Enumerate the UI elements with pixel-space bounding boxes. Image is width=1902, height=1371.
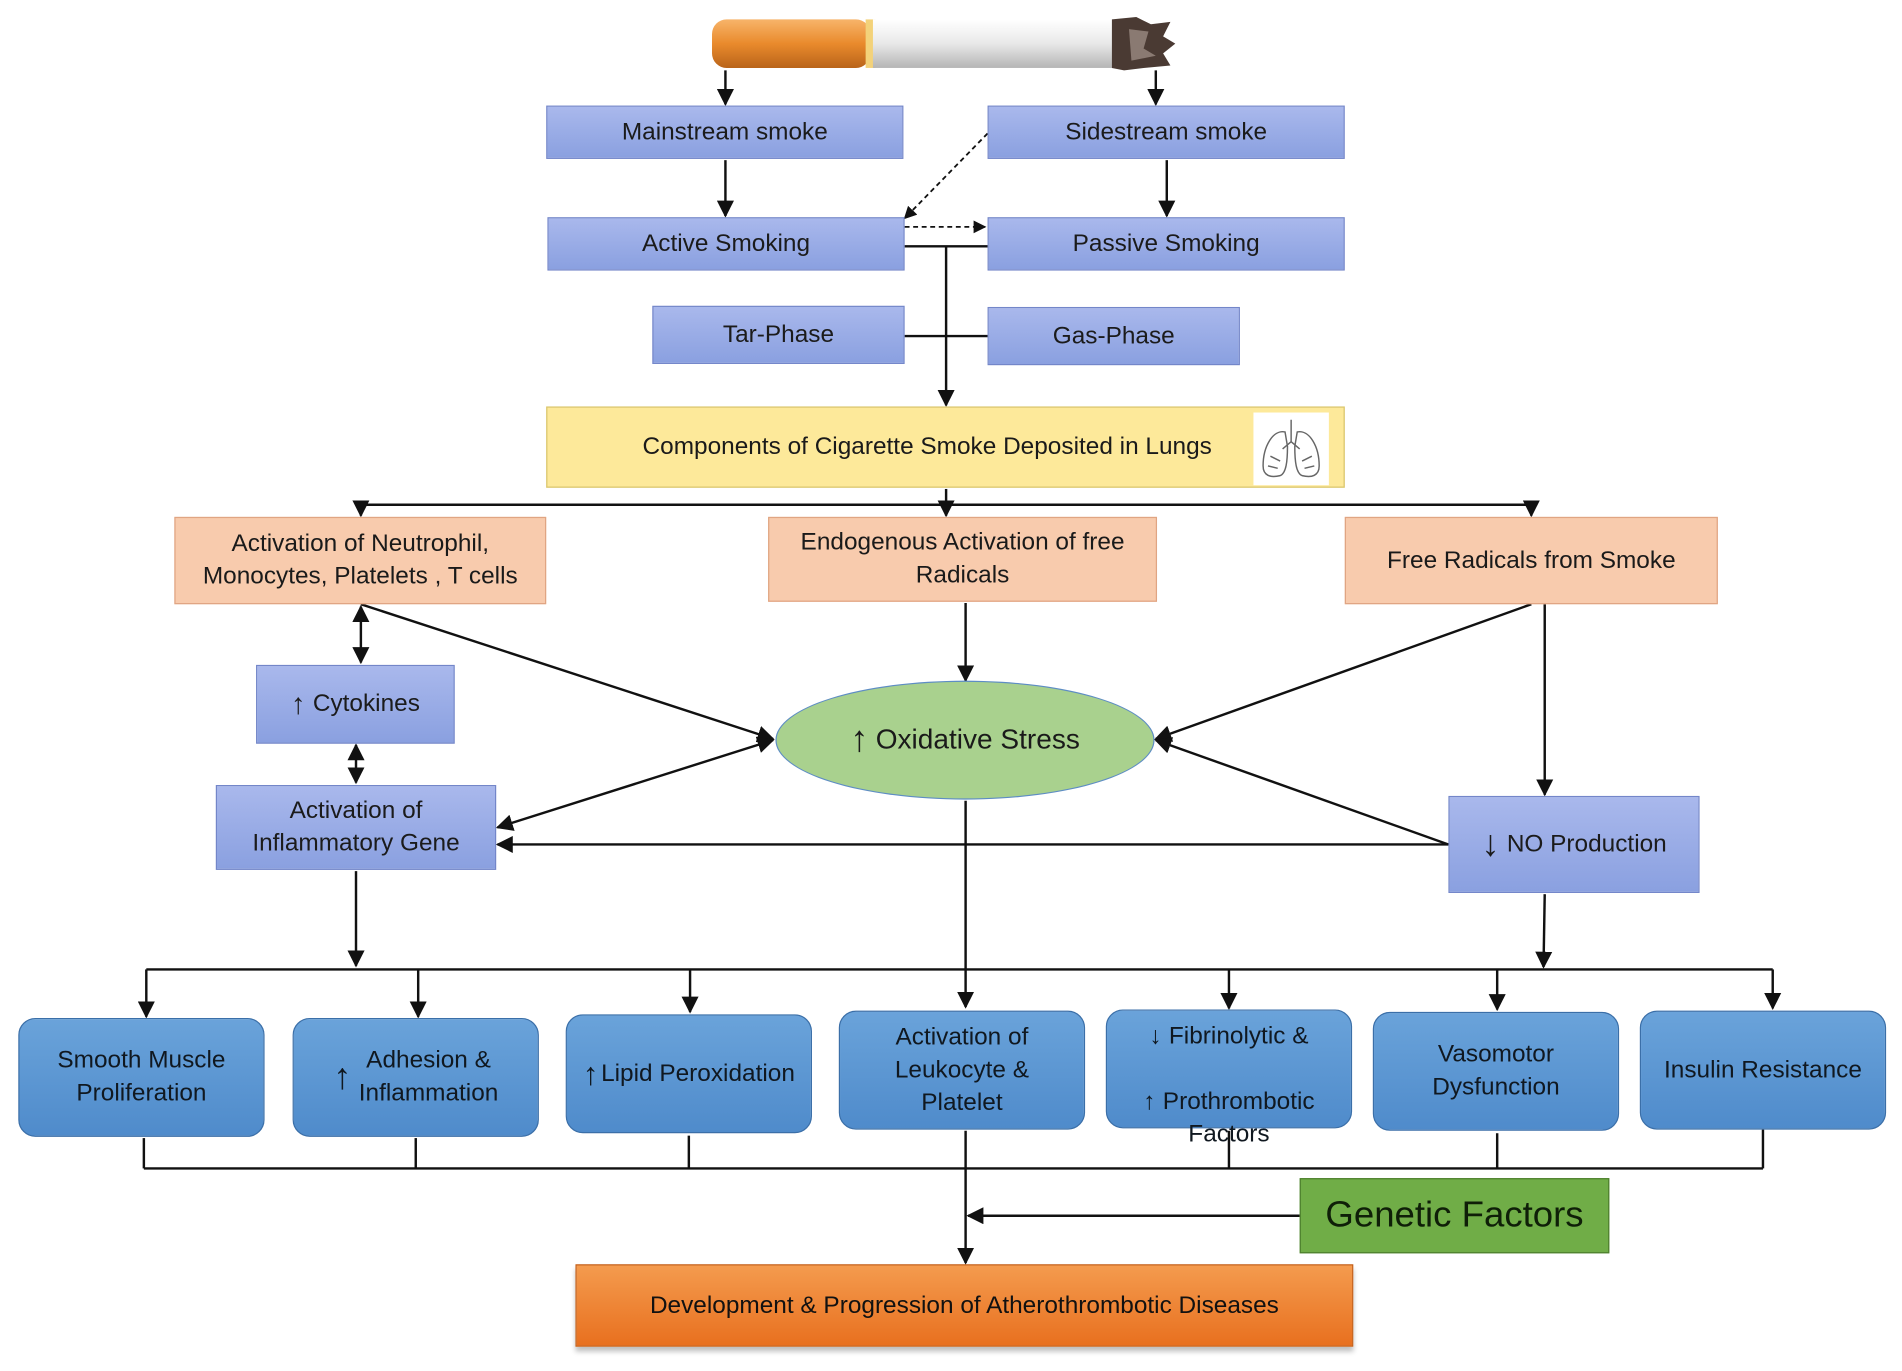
- passive-smoking-box: Passive Smoking: [987, 217, 1345, 271]
- fibrinolytic-label: Fibrinolytic &: [1168, 1022, 1309, 1049]
- smooth-muscle-label: Smooth Muscle Proliferation: [57, 1047, 226, 1107]
- increase-arrow-icon: ↑: [290, 687, 306, 721]
- genetic-factors-label: Genetic Factors: [1325, 1194, 1584, 1235]
- fibrinolytic-prothrombotic-box: ↓Fibrinolytic & ↑Prothrombotic Factors: [1105, 1009, 1353, 1147]
- vasomotor-dysfunction-label: Vasomotor Dysfunction: [1432, 1041, 1560, 1101]
- endogenous-activation-label: Endogenous Activation of free Radicals: [800, 528, 1125, 589]
- tar-phase-box: Tar-Phase: [652, 305, 905, 364]
- endogenous-activation-box: Endogenous Activation of free Radicals: [768, 516, 1158, 602]
- lipid-peroxidation-box: ↑ Lipid Peroxidation: [565, 1014, 812, 1134]
- genetic-factors-box: Genetic Factors: [1299, 1178, 1610, 1254]
- components-deposited-box: Components of Cigarette Smoke Deposited …: [546, 406, 1345, 488]
- increase-arrow-icon: ↑: [582, 1055, 599, 1092]
- leukocyte-platelet-label: Activation of Leukocyte & Platelet: [894, 1023, 1030, 1116]
- free-radicals-smoke-box: Free Radicals from Smoke: [1344, 516, 1718, 605]
- mainstream-smoke-label: Mainstream smoke: [621, 118, 828, 145]
- smooth-muscle-box: Smooth Muscle Proliferation: [18, 1017, 265, 1137]
- increase-arrow-icon: ↑: [333, 1056, 352, 1097]
- prothrombotic-label: Prothrombotic: [1162, 1087, 1315, 1115]
- active-smoking-label: Active Smoking: [642, 229, 811, 257]
- atherothrombotic-outcome-box: Development & Progression of Atherothrom…: [575, 1264, 1354, 1347]
- gas-phase-box: Gas-Phase: [987, 306, 1240, 366]
- tar-phase-label: Tar-Phase: [722, 320, 835, 348]
- vasomotor-dysfunction-box: Vasomotor Dysfunction: [1372, 1011, 1620, 1131]
- prothrombotic-line: ↑Prothrombotic: [1143, 1053, 1314, 1119]
- adhesion-inflammation-box: ↑ Adhesion & Inflammation: [292, 1017, 539, 1137]
- inflammatory-gene-label: Activation of Inflammatory Gene: [252, 797, 460, 857]
- free-radicals-smoke-label: Free Radicals from Smoke: [1386, 546, 1676, 574]
- insulin-resistance-box: Insulin Resistance: [1639, 1010, 1887, 1130]
- components-deposited-label: Components of Cigarette Smoke Deposited …: [642, 433, 1212, 460]
- neutrophil-activation-box: Activation of Neutrophil, Monocytes, Pla…: [174, 516, 547, 605]
- no-production-label: NO Production: [1506, 830, 1667, 858]
- lipid-peroxidation-label: Lipid Peroxidation: [601, 1059, 795, 1087]
- sidestream-smoke-label: Sidestream smoke: [1065, 118, 1268, 145]
- lungs-icon: [1253, 412, 1329, 486]
- cigarette-icon: [712, 16, 1176, 71]
- increase-arrow-icon: ↑: [1143, 1087, 1156, 1115]
- adhesion-inflammation-label: Adhesion & Inflammation: [358, 1047, 499, 1107]
- mainstream-smoke-box: Mainstream smoke: [546, 105, 904, 159]
- sidestream-smoke-box: Sidestream smoke: [987, 105, 1345, 159]
- increase-arrow-icon: ↑: [850, 719, 869, 760]
- insulin-resistance-label: Insulin Resistance: [1664, 1056, 1862, 1083]
- oxidative-stress-ellipse: ↑ Oxidative Stress: [775, 680, 1155, 800]
- cytokines-box: ↑ Cytokines: [256, 664, 455, 744]
- decrease-arrow-icon: ↓: [1481, 823, 1500, 864]
- gas-phase-label: Gas-Phase: [1052, 322, 1175, 349]
- no-production-box: ↓ NO Production: [1448, 795, 1700, 893]
- passive-smoking-label: Passive Smoking: [1072, 229, 1260, 257]
- oxidative-stress-label: Oxidative Stress: [875, 723, 1080, 756]
- factors-label: Factors: [1188, 1120, 1270, 1148]
- neutrophil-activation-label: Activation of Neutrophil, Monocytes, Pla…: [202, 530, 518, 590]
- fibrinolytic-line: ↓Fibrinolytic &: [1149, 987, 1308, 1053]
- atherothrombotic-outcome-label: Development & Progression of Atherothrom…: [649, 1291, 1279, 1319]
- decrease-arrow-icon: ↓: [1149, 1022, 1162, 1049]
- cytokines-label: Cytokines: [312, 690, 420, 718]
- leukocyte-platelet-box: Activation of Leukocyte & Platelet: [838, 1010, 1086, 1130]
- inflammatory-gene-box: Activation of Inflammatory Gene: [215, 785, 497, 870]
- active-smoking-box: Active Smoking: [547, 217, 905, 271]
